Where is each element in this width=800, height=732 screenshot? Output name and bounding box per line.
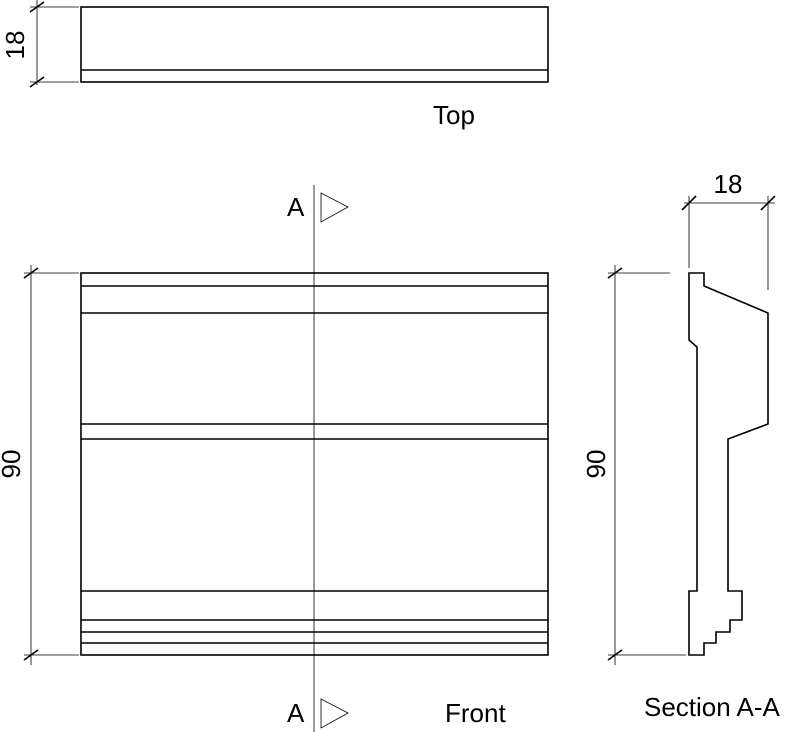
section-width-tick-right [760, 195, 776, 211]
top-dimension-text: 18 [0, 31, 30, 60]
top-view-label: Top [433, 100, 475, 130]
section-width-dimension: 18 [681, 169, 776, 290]
section-marker-top: A [287, 192, 305, 222]
top-view-outline [80, 6, 549, 83]
top-dim-tick-bottom [29, 76, 45, 88]
front-dimension: 90 [0, 265, 79, 665]
front-dimension-text: 90 [0, 450, 26, 479]
section-height-text: 90 [581, 450, 611, 479]
section-arrow-bottom [320, 698, 349, 729]
front-view-label: Front [445, 698, 506, 728]
top-view: 18 Top [0, 0, 549, 130]
section-height-tick-bottom [607, 649, 623, 661]
section-arrow-top [320, 192, 349, 223]
front-view: A A 90 Front [0, 185, 549, 732]
section-width-tick-left [681, 195, 697, 211]
section-marker-bottom: A [287, 698, 305, 728]
front-dim-tick-top [23, 267, 39, 279]
section-profile [688, 272, 769, 656]
top-dimension: 18 [0, 0, 79, 88]
section-view: 18 90 Section A-A [581, 169, 781, 722]
front-dim-tick-bottom [23, 649, 39, 661]
front-view-outline [80, 272, 549, 656]
section-width-text: 18 [714, 169, 743, 199]
section-height-dimension: 90 [581, 265, 686, 665]
section-height-tick-top [607, 267, 623, 279]
top-dim-tick-top [29, 1, 45, 13]
section-view-label: Section A-A [644, 692, 781, 722]
